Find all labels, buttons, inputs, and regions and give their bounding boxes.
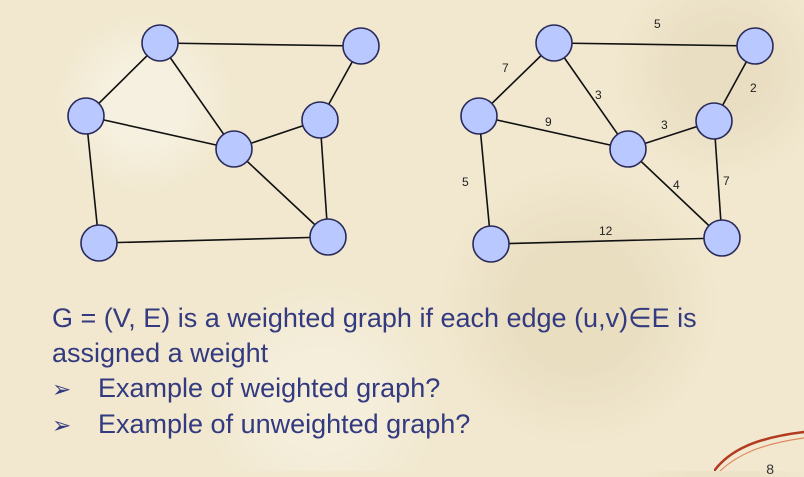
arrowhead-bullet-icon: ➢: [52, 412, 72, 438]
edge: [553, 42, 629, 150]
graph-node: [535, 24, 573, 62]
edge-weight-label: 9: [545, 115, 552, 129]
edge-weight-label: 4: [673, 178, 680, 192]
bullet-item: ➢ Example of weighted graph?: [52, 371, 797, 407]
graph-node: [342, 27, 380, 65]
edge-weight-label: 5: [462, 175, 469, 189]
edge-weight-label: 2: [750, 81, 757, 95]
edge: [85, 115, 235, 150]
graphs-diagram: 5 7 2 9 3 3 5 4 7 12: [67, 17, 774, 263]
edge: [478, 115, 492, 245]
edge: [490, 237, 723, 245]
decorative-corner-swoosh: [714, 430, 804, 471]
edge: [159, 42, 362, 47]
graph-node: [695, 102, 733, 140]
edge: [627, 148, 723, 239]
graph-node: [215, 130, 253, 168]
edge: [159, 42, 235, 150]
arrowhead-bullet-icon: ➢: [52, 376, 72, 402]
graph-node: [460, 97, 498, 135]
graph-node: [609, 130, 647, 168]
graph-node: [67, 97, 105, 135]
page-number: 8: [766, 461, 774, 477]
edge-weight-label: 5: [654, 17, 661, 31]
edge: [713, 120, 723, 239]
graph-node: [141, 24, 179, 62]
edge: [98, 236, 329, 244]
edge-weight-label: 12: [599, 224, 613, 238]
weighted-graph: 5 7 2 9 3 3 5 4 7 12: [460, 17, 774, 263]
edge: [319, 119, 329, 238]
edge-weight-label: 7: [723, 174, 730, 188]
bullet-item: ➢ Example of unweighted graph?: [52, 407, 797, 443]
bullet-text: Example of weighted graph?: [98, 373, 441, 403]
definition-line-1: G = (V, E) is a weighted graph if each e…: [52, 303, 697, 333]
graph-node: [703, 219, 741, 257]
graph-node: [301, 101, 339, 139]
graph-node: [736, 27, 774, 65]
edge: [233, 148, 329, 238]
edge-weight-label: 7: [502, 61, 509, 75]
graph-node: [472, 225, 510, 263]
definition-line-2: assigned a weight: [52, 338, 269, 368]
edge: [553, 42, 756, 47]
edge: [85, 115, 100, 244]
edge-weight-label: 3: [595, 88, 602, 102]
edge: [478, 115, 629, 150]
bullet-text: Example of unweighted graph?: [98, 409, 471, 439]
slide-text: G = (V, E) is a weighted graph if each e…: [52, 301, 797, 443]
graph-node: [80, 224, 118, 262]
edge-weight-label: 3: [661, 118, 668, 132]
graph-node: [309, 218, 347, 256]
unweighted-graph: [67, 24, 380, 262]
